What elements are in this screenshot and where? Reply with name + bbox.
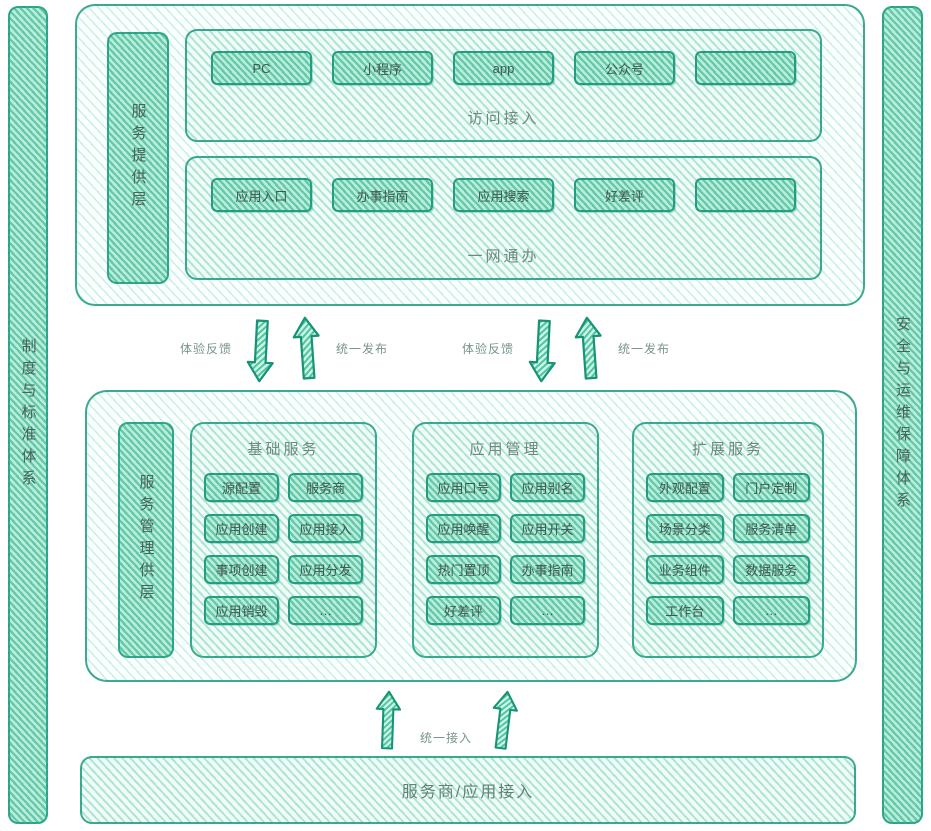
chip: … — [288, 596, 363, 625]
provider-access-bar: 服务商/应用接入 — [80, 756, 856, 824]
access-entry-box: PC 小程序 app 公众号 访问接入 — [185, 29, 822, 142]
chip: 门户定制 — [732, 473, 810, 502]
chip: 应用搜索 — [453, 178, 554, 212]
chip: 应用唤醒 — [426, 514, 501, 543]
pillar-security-ops: 安全与运维保障体系 — [882, 6, 923, 824]
chip: 应用口号 — [426, 473, 501, 502]
chip: 应用开关 — [510, 514, 585, 543]
service-manage-layer: 服务管理供层 基础服务 源配置 服务商 应用创建 应用接入 事项创建 应用分发 … — [85, 390, 857, 682]
app-management-title: 应用管理 — [469, 441, 542, 458]
basic-services-title: 基础服务 — [247, 441, 320, 458]
one-network-title: 一网通办 — [467, 248, 540, 265]
feedback-label: 体验反馈 — [462, 341, 515, 356]
basic-services-items: 源配置 服务商 应用创建 应用接入 事项创建 应用分发 应用销毁 … — [204, 473, 363, 625]
chip: 应用分发 — [288, 555, 363, 584]
chip: 事项创建 — [204, 555, 279, 584]
chip: 热门置顶 — [426, 555, 501, 584]
service-manage-layer-sidebox: 服务管理供层 — [118, 422, 174, 658]
arrow-down-icon — [528, 319, 556, 383]
feedback-publish-arrows-left: 体验反馈 统一发布 — [180, 312, 388, 384]
chip: 办事指南 — [332, 178, 433, 212]
chip: app — [453, 51, 554, 85]
service-provide-layer-label: 服务提供层 — [129, 103, 147, 213]
chip: 业务组件 — [646, 555, 724, 584]
chip: 好差评 — [574, 178, 675, 212]
unified-access-label: 统一接入 — [420, 731, 473, 745]
chip: 数据服务 — [732, 555, 810, 584]
chip: … — [510, 596, 585, 625]
publish-label: 统一发布 — [336, 341, 389, 356]
chip: 小程序 — [332, 51, 433, 85]
access-entry-items: PC 小程序 app 公众号 — [187, 51, 820, 85]
pillar-standards-label: 制度与标准体系 — [19, 338, 37, 492]
chip: 外观配置 — [646, 473, 724, 502]
extended-services-items: 外观配置 门户定制 场景分类 服务清单 业务组件 数据服务 工作台 … — [646, 473, 810, 625]
feedback-label: 体验反馈 — [180, 341, 233, 356]
arrow-up-icon — [574, 316, 602, 380]
chip: 应用入口 — [211, 178, 312, 212]
publish-label: 统一发布 — [618, 341, 671, 356]
arrow-up-icon — [292, 316, 320, 380]
chip: 应用接入 — [288, 514, 363, 543]
service-provide-layer-sidebox: 服务提供层 — [107, 32, 169, 284]
extended-services-group: 扩展服务 外观配置 门户定制 场景分类 服务清单 业务组件 数据服务 工作台 … — [632, 422, 824, 658]
one-network-items: 应用入口 办事指南 应用搜索 好差评 — [187, 178, 820, 212]
pillar-standards: 制度与标准体系 — [8, 6, 48, 824]
chip: 源配置 — [204, 473, 279, 502]
chip: … — [732, 596, 810, 625]
chip: 好差评 — [426, 596, 501, 625]
chip: 服务商 — [288, 473, 363, 502]
pillar-security-ops-label: 安全与运维保障体系 — [894, 316, 911, 514]
arrow-up-icon — [375, 690, 402, 750]
chip: 应用创建 — [204, 514, 279, 543]
provider-access-label: 服务商/应用接入 — [401, 784, 535, 801]
extended-services-title: 扩展服务 — [691, 441, 764, 458]
chip — [695, 178, 796, 212]
chip: 应用别名 — [510, 473, 585, 502]
arrow-up-icon — [492, 690, 518, 750]
chip: 公众号 — [574, 51, 675, 85]
chip: 场景分类 — [646, 514, 724, 543]
chip: 服务清单 — [732, 514, 810, 543]
arrow-down-icon — [246, 319, 274, 383]
service-provide-layer: 服务提供层 PC 小程序 app 公众号 访问接入 应用入口 办事指南 应用搜索… — [75, 4, 865, 306]
one-network-box: 应用入口 办事指南 应用搜索 好差评 一网通办 — [185, 156, 822, 280]
chip: 办事指南 — [510, 555, 585, 584]
service-manage-layer-label: 服务管理供层 — [137, 474, 155, 606]
access-entry-title: 访问接入 — [467, 110, 540, 127]
feedback-publish-arrows-right: 体验反馈 统一发布 — [462, 312, 670, 384]
app-management-items: 应用口号 应用别名 应用唤醒 应用开关 热门置顶 办事指南 好差评 … — [426, 473, 585, 625]
unified-access-arrows: 统一接入 — [372, 688, 520, 750]
app-management-group: 应用管理 应用口号 应用别名 应用唤醒 应用开关 热门置顶 办事指南 好差评 … — [412, 422, 599, 658]
chip: PC — [211, 51, 312, 85]
chip: 工作台 — [646, 596, 724, 625]
basic-services-group: 基础服务 源配置 服务商 应用创建 应用接入 事项创建 应用分发 应用销毁 … — [190, 422, 377, 658]
chip — [695, 51, 796, 85]
chip: 应用销毁 — [204, 596, 279, 625]
